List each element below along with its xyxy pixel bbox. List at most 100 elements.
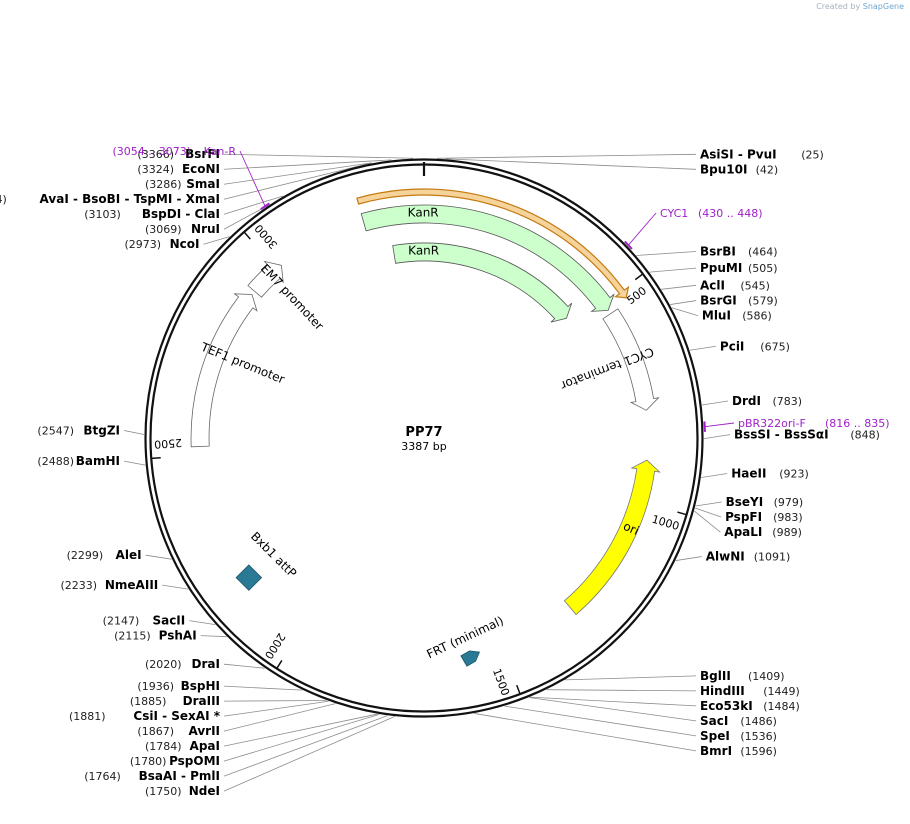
site-leader bbox=[200, 635, 227, 638]
restriction-site: BseYI(979) bbox=[726, 495, 804, 509]
em7-label: EM7 promoter bbox=[258, 261, 327, 333]
site-position: (983) bbox=[773, 511, 803, 524]
tick-label: 1500 bbox=[490, 667, 512, 698]
restriction-site: SacI(1486) bbox=[700, 714, 777, 728]
site-name: AvaI - BsoBI - TspMI - XmaI bbox=[40, 192, 220, 206]
primer-name: pBR322ori-F bbox=[738, 417, 806, 430]
cyc1-primer-leader bbox=[628, 212, 657, 246]
restriction-site: ApaI(1784) bbox=[145, 739, 220, 753]
site-name: NcoI bbox=[170, 237, 200, 251]
site-position: (3324) bbox=[137, 163, 174, 176]
site-position: (42) bbox=[756, 163, 779, 176]
site-leader bbox=[695, 501, 722, 507]
restriction-site: BamHI(2488) bbox=[37, 454, 120, 468]
kanr-inner-arrow bbox=[392, 242, 573, 323]
site-position: (1867) bbox=[137, 725, 174, 738]
site-leader bbox=[223, 204, 269, 230]
site-position: (1881) bbox=[69, 710, 106, 723]
site-position: (1750) bbox=[145, 785, 182, 798]
site-leader bbox=[529, 697, 697, 722]
restriction-site: PspFI(983) bbox=[725, 510, 803, 524]
restriction-site: PspOMI(1780) bbox=[130, 754, 220, 768]
site-name: AclI bbox=[700, 278, 725, 292]
restriction-site: NmeAIII(2233) bbox=[60, 578, 158, 592]
site-leader bbox=[203, 236, 230, 245]
tick-mark bbox=[677, 511, 687, 516]
primer-name: Kan-R bbox=[204, 145, 237, 158]
site-position: (3284) bbox=[0, 193, 7, 206]
site-name: MluI bbox=[702, 309, 731, 323]
site-name: AleI bbox=[116, 548, 142, 562]
site-name: CsiI - SexAI * bbox=[133, 709, 220, 723]
site-name: AsiSI - PvuI bbox=[700, 147, 777, 161]
site-position: (989) bbox=[772, 526, 802, 539]
site-position: (1091) bbox=[754, 551, 791, 564]
tick-mark bbox=[243, 231, 251, 240]
site-name: BseYI bbox=[726, 495, 764, 509]
site-leader bbox=[675, 556, 702, 561]
em7-promoter-arrow bbox=[247, 260, 284, 298]
restriction-site: NruI(3069) bbox=[145, 222, 220, 236]
site-leader bbox=[661, 284, 697, 290]
plasmid-size: 3387 bp bbox=[401, 440, 446, 453]
site-position: (923) bbox=[779, 467, 809, 480]
site-name: NmeAIII bbox=[105, 578, 158, 592]
site-leader bbox=[223, 713, 378, 747]
restriction-site: DraI(2020) bbox=[145, 657, 220, 671]
site-leader bbox=[474, 713, 697, 752]
site-leader bbox=[223, 700, 329, 717]
site-position: (1486) bbox=[740, 715, 777, 728]
site-leader bbox=[223, 195, 284, 215]
restriction-site: ApaLI (989) bbox=[724, 525, 802, 539]
restriction-site: HindIII (1449) bbox=[700, 684, 800, 698]
tick-mark bbox=[151, 456, 161, 460]
site-name: BmrI bbox=[700, 744, 732, 758]
restriction-site: BmrI(1596) bbox=[700, 744, 777, 758]
restriction-site: AsiSI - PvuI(25) bbox=[700, 147, 824, 161]
site-name: HindIII bbox=[700, 684, 745, 698]
kanr-orf-arrow bbox=[356, 188, 630, 299]
site-leader-lines bbox=[123, 150, 735, 792]
restriction-site: AleI (2299) bbox=[67, 548, 142, 562]
site-leader bbox=[223, 685, 303, 691]
primer-range: (816 .. 835) bbox=[825, 417, 890, 430]
site-leader bbox=[504, 705, 697, 737]
site-position: (1936) bbox=[137, 680, 174, 693]
site-name: AvrII bbox=[188, 724, 220, 738]
site-name: ApaLI bbox=[724, 525, 762, 539]
restriction-site: BtgZI(2547) bbox=[37, 423, 120, 437]
site-position: (2020) bbox=[145, 658, 182, 671]
site-leader bbox=[162, 584, 189, 590]
site-leader bbox=[671, 307, 698, 316]
site-leader bbox=[123, 430, 145, 435]
restriction-site: CsiI - SexAI * (1881) bbox=[69, 709, 221, 723]
cyc1-primer-label: CYC1(430 .. 448) bbox=[660, 207, 763, 220]
site-leader bbox=[223, 153, 414, 159]
site-name: BsrBI bbox=[700, 244, 736, 258]
site-leader bbox=[670, 300, 697, 305]
site-position: (1764) bbox=[84, 770, 121, 783]
created-by-text: Created by bbox=[816, 2, 861, 11]
tick-label: 3000 bbox=[252, 222, 280, 252]
restriction-site: AvrII (1867) bbox=[137, 724, 220, 738]
tick-mark bbox=[276, 660, 283, 669]
restriction-site: Bpu10I(42) bbox=[700, 162, 778, 176]
restriction-site: NcoI(2973) bbox=[125, 237, 200, 251]
site-position: (848) bbox=[850, 429, 880, 442]
site-position: (505) bbox=[748, 262, 778, 275]
site-position: (2299) bbox=[67, 549, 104, 562]
primer-range: (3054 .. 3073) bbox=[112, 145, 191, 158]
site-name: NdeI bbox=[189, 784, 220, 798]
site-position: (1449) bbox=[763, 685, 800, 698]
site-leader bbox=[649, 267, 697, 273]
site-name: BsrGI bbox=[700, 294, 737, 308]
site-name: BsaAI - PmlI bbox=[139, 769, 220, 783]
site-name: Eco53kI bbox=[700, 699, 753, 713]
site-name: PciI bbox=[720, 339, 745, 353]
site-position: (783) bbox=[772, 395, 802, 408]
site-name: NruI bbox=[191, 222, 220, 236]
site-position: (545) bbox=[740, 279, 770, 292]
kanr-outer-label: KanR bbox=[408, 205, 439, 219]
kanr-inner-label: KanR bbox=[408, 243, 439, 257]
